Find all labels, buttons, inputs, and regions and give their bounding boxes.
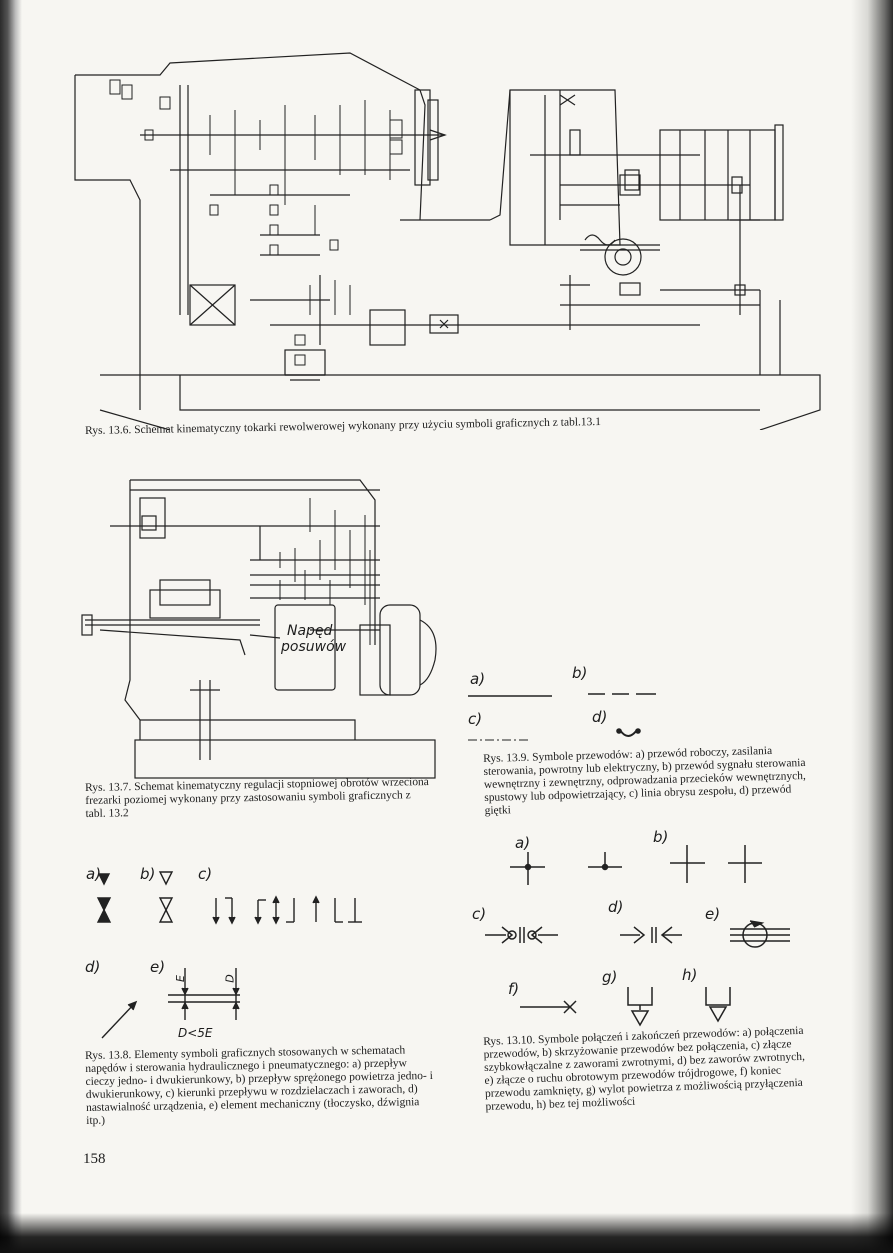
line-symbols-diagram — [468, 693, 656, 741]
label-13-10-b: b) — [653, 828, 669, 846]
label-13-9-c: c) — [468, 710, 483, 728]
dim-d-label: D — [223, 974, 237, 983]
page-edge-right — [851, 0, 893, 1253]
label-13-10-d: d) — [608, 898, 624, 916]
label-13-10-h: h) — [682, 966, 698, 984]
label-13-10-e: e) — [705, 905, 721, 923]
label-13-8-b: b) — [140, 865, 156, 883]
label-13-10-a: a) — [515, 834, 531, 852]
dim-e-label: E — [173, 975, 187, 982]
caption-fig-13-8: Rys. 13.8. Elementy symboli graficznych … — [85, 1044, 433, 1127]
caption-fig-13-10: Rys. 13.10. Symbole połączeń i zakończeń… — [483, 1024, 806, 1113]
lathe-kinematic-diagram — [74, 52, 821, 430]
label-13-10-g: g) — [602, 968, 618, 986]
label-13-8-a: a) — [86, 865, 102, 883]
page-number: 158 — [83, 1151, 106, 1167]
caption-fig-13-7: Rys. 13.7. Schemat kinematyczny regulacj… — [85, 775, 429, 820]
label-13-10-f: f) — [508, 980, 520, 998]
caption-fig-13-9: Rys. 13.9. Symbole przewodów: a) przewód… — [483, 744, 806, 817]
book-spine-shadow — [0, 0, 22, 1253]
label-13-9-b: b) — [572, 664, 588, 682]
label-13-8-c: c) — [198, 865, 213, 883]
connection-symbols-diagram — [485, 845, 790, 1027]
label-13-10-c: c) — [472, 905, 487, 923]
milling-machine-kinematic-diagram — [81, 479, 437, 779]
label-13-9-d: d) — [592, 708, 608, 726]
hydraulic-symbols-diagram — [96, 871, 362, 1039]
label-posuwow: posuwów — [281, 639, 347, 655]
label-13-8-d: d) — [85, 958, 101, 976]
formula-d-lt-5e: D<5E — [178, 1026, 213, 1040]
label-13-8-e: e) — [150, 958, 166, 976]
label-13-9-a: a) — [470, 670, 486, 688]
label-naped: Napęd — [287, 623, 333, 639]
page-bottom-shadow — [0, 1213, 893, 1253]
